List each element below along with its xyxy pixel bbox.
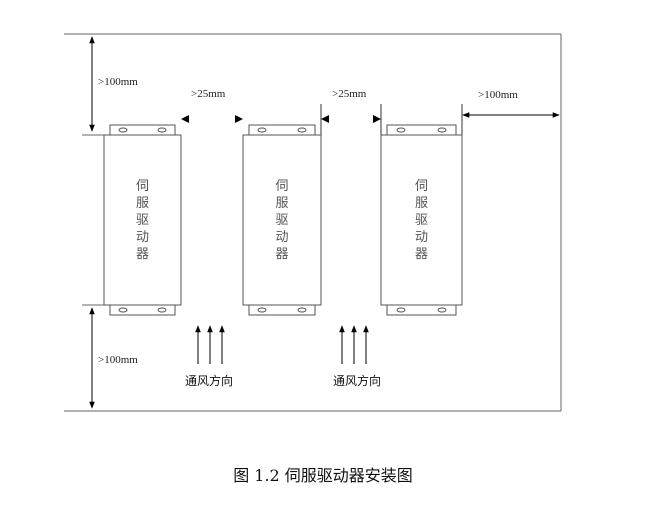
bottom-clearance-dimension: >100mm [89, 307, 138, 409]
driver-2-char-1: 伺 [275, 179, 288, 194]
driver-3-char-4: 动 [415, 230, 428, 245]
airflow-label-2: 通风方向 [333, 373, 381, 388]
gap-dimension-1: >25mm [181, 88, 243, 123]
side-clearance-dimension: >100mm [461, 89, 560, 135]
figure-caption: 图 1.2 伺服驱动器安装图 [233, 466, 413, 485]
gap-label-2: >25mm [332, 88, 367, 100]
airflow-arrows-1 [195, 325, 225, 364]
top-clearance-dimension: >100mm [89, 36, 138, 132]
cabinet-outline [64, 33, 562, 412]
gap-label-1: >25mm [191, 88, 226, 100]
servo-driver-3: 伺 服 驱 动 器 [380, 124, 463, 316]
driver-1-char-1: 伺 [136, 179, 149, 194]
driver-2-char-5: 器 [275, 247, 288, 262]
driver-1-char-5: 器 [136, 247, 149, 262]
airflow-label-1: 通风方向 [185, 373, 233, 388]
driver-3-char-5: 器 [415, 247, 428, 262]
driver-3-char-1: 伺 [415, 179, 428, 194]
driver-2-char-3: 驱 [275, 213, 288, 228]
driver-2-char-4: 动 [275, 230, 288, 245]
servo-driver-1: 伺 服 驱 动 器 [103, 124, 182, 316]
driver-3-char-3: 驱 [415, 213, 428, 228]
driver-1-char-3: 驱 [136, 213, 149, 228]
driver-3-char-2: 服 [415, 196, 428, 211]
bottom-clearance-label: >100mm [98, 354, 138, 366]
driver-1-char-2: 服 [136, 196, 149, 211]
gap-dimension-2: >25mm [320, 88, 382, 135]
side-clearance-label: >100mm [478, 89, 518, 101]
top-clearance-label: >100mm [98, 76, 138, 88]
airflow-arrows-2 [339, 325, 369, 364]
servo-driver-2: 伺 服 驱 动 器 [242, 124, 322, 316]
driver-1-char-4: 动 [136, 230, 149, 245]
driver-2-char-2: 服 [275, 196, 288, 211]
